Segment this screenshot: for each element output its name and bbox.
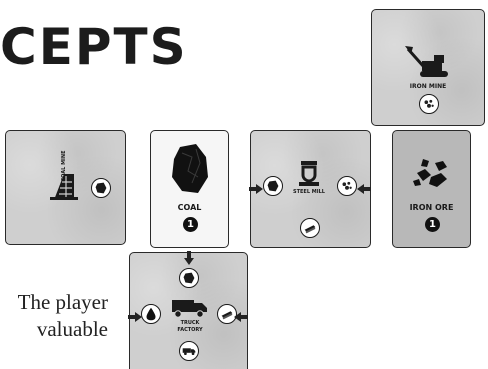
iron-ore-input-icon [337,176,357,196]
input-arrow-top [184,251,194,265]
input-arrow-right [234,309,248,322]
input-arrow-left [128,309,142,322]
steel-mill-card[interactable]: STEEL MILL [249,130,371,248]
section-heading: CEPTS [0,18,188,76]
oil-input-icon [141,304,161,324]
truck-factory-label-line2: FACTORY [177,327,203,333]
excavator-icon [404,45,452,79]
coal-input-icon [263,176,283,196]
coal-resource-icon [91,178,111,198]
iron-mine-label: IRON MINE [409,83,447,90]
coal-count-badge: 1 [183,217,198,232]
coal-input-icon [179,268,199,288]
iron-ore-count-badge: 1 [425,217,440,232]
coal-mine-card[interactable]: COAL MINE [5,130,126,245]
truck-icon [172,298,208,318]
coal-mine-label: COAL MINE [61,150,67,182]
coal-label: COAL [177,203,202,212]
iron-ore-card[interactable]: IRON ORE 1 [392,130,471,248]
steel-input-icon [217,304,237,324]
truck-factory-label-line1: TRUCK [180,320,200,326]
truck-output-icon [179,341,199,361]
coal-card[interactable]: COAL 1 [150,130,229,248]
steel-output-icon [300,218,320,238]
body-text-line-2: valuable [36,317,108,341]
steel-mill-icon [297,161,321,187]
iron-mine-card[interactable]: IRON MINE [371,9,485,126]
input-arrow-right [357,181,371,194]
iron-ore-pile-icon [411,157,453,189]
input-arrow-left [249,181,263,194]
mine-headframe-icon [50,172,80,200]
iron-ore-label: IRON ORE [409,203,454,212]
truck-factory-card[interactable]: TRUCK FACTORY [128,251,248,369]
coal-lump-icon [170,143,210,195]
steel-mill-label: STEEL MILL [293,189,325,195]
iron-ore-resource-icon [419,94,439,114]
body-text-line-1: The player [17,290,108,314]
